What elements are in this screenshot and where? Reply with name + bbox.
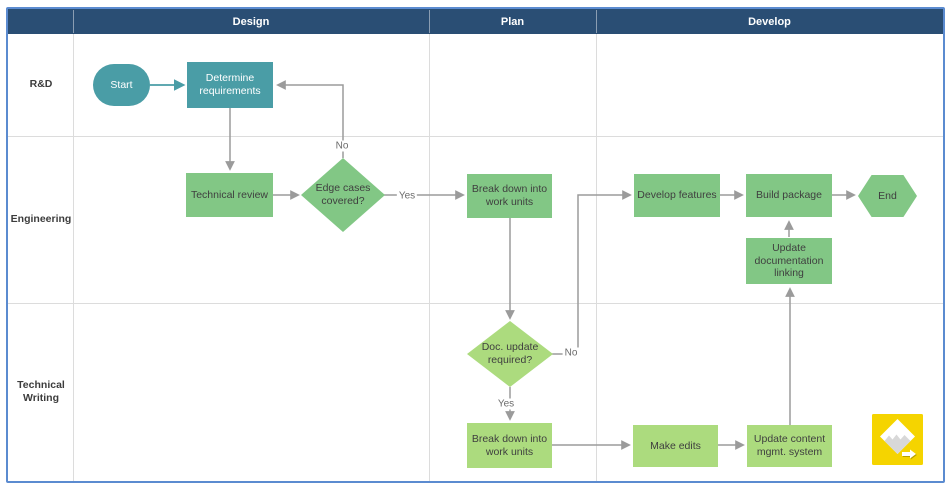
- edge-label-no: No: [562, 347, 580, 359]
- lane-label-technical-writing: Technical Writing: [17, 378, 65, 404]
- header-divider: [73, 10, 74, 33]
- connector-docupdate-no: [552, 190, 632, 355]
- node-technical-review[interactable]: Technical review: [186, 173, 273, 217]
- node-update-content-mgmt-system[interactable]: Update content mgmt. system: [747, 425, 832, 467]
- header-divider: [429, 10, 430, 33]
- node-update-documentation-linking[interactable]: Update documentation linking: [746, 238, 832, 284]
- lane-label-engineering: Engineering: [10, 212, 72, 225]
- phase-header-design: Design: [232, 15, 270, 28]
- connector-edgecases-no-loop: [276, 80, 344, 158]
- node-break-down-work-units-engineering[interactable]: Break down into work units: [467, 174, 552, 218]
- node-start[interactable]: Start: [93, 64, 150, 106]
- grid-column-divider: [596, 34, 597, 481]
- edge-label-yes: Yes: [495, 398, 517, 410]
- node-develop-features[interactable]: Develop features: [634, 174, 720, 217]
- grid-column-divider: [73, 34, 74, 481]
- lane-label-rnd: R&D: [29, 78, 53, 91]
- diagram-app-logo[interactable]: [872, 414, 923, 465]
- node-determine-requirements[interactable]: Determine requirements: [187, 62, 273, 108]
- edge-label-yes: Yes: [396, 190, 418, 202]
- grid-lane-divider: [8, 136, 943, 137]
- node-make-edits[interactable]: Make edits: [633, 425, 718, 467]
- node-break-down-work-units-techwriting[interactable]: Break down into work units: [467, 423, 552, 468]
- phase-header-row: [8, 9, 943, 34]
- grid-column-divider: [429, 34, 430, 481]
- node-end[interactable]: End: [858, 175, 917, 217]
- phase-header-plan: Plan: [500, 15, 525, 28]
- phase-header-develop: Develop: [748, 15, 791, 28]
- edge-label-no: No: [333, 140, 351, 152]
- header-divider: [596, 10, 597, 33]
- diagram-app-logo-icon: [872, 414, 923, 465]
- grid-lane-divider: [8, 303, 943, 304]
- node-build-package[interactable]: Build package: [746, 174, 832, 217]
